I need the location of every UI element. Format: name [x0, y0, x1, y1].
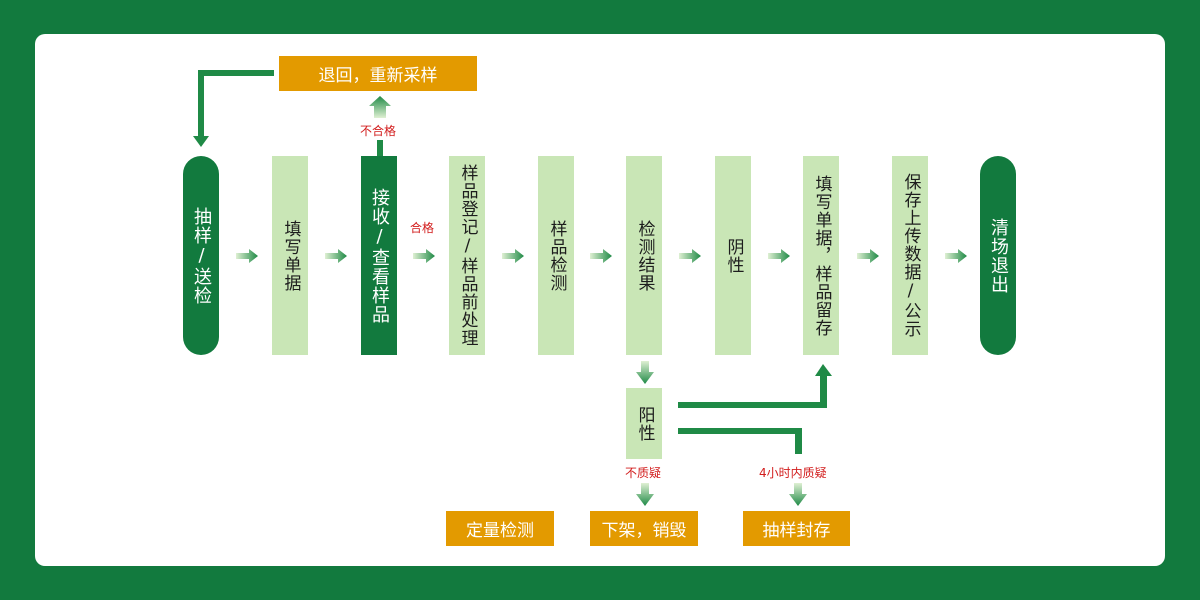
callout-resample-label: 退回，重新采样	[318, 66, 438, 86]
no-dispute-arrow	[636, 483, 654, 506]
step-negative-label: 阴性	[723, 237, 744, 274]
callout-quantitative: 定量检测	[446, 511, 554, 546]
label-no-dispute: 不质疑	[625, 466, 662, 480]
step-save-upload: 保存上传数据/公示	[892, 156, 928, 355]
step-arrow-5	[590, 249, 612, 263]
step-arrow-4	[502, 249, 524, 263]
step-receive: 接收/查看样品	[361, 156, 397, 355]
positive-to-sealed-connector	[678, 428, 802, 454]
step-cleanup: 清场退出	[980, 156, 1016, 355]
step-arrow-7	[768, 249, 790, 263]
step-arrow-8	[857, 249, 879, 263]
step-positive-label: 阳性	[634, 405, 655, 442]
result-to-positive-arrow	[636, 361, 654, 384]
label-unqualified: 不合格	[360, 124, 397, 138]
diagram-card	[35, 34, 1165, 566]
step-receive-label: 接收/查看样品	[369, 187, 390, 324]
step-negative: 阴性	[715, 156, 751, 355]
label-qualified: 合格	[410, 221, 435, 235]
step-arrow-9	[945, 249, 967, 263]
callout-sealed: 抽样封存	[743, 511, 850, 546]
step-fill-keep: 填写单据，样品留存	[803, 156, 839, 355]
label-dispute-4h: 4小时内质疑	[759, 466, 827, 480]
unqualified-arrow	[369, 96, 391, 157]
step-positive: 阳性	[626, 388, 662, 459]
callout-sealed-label: 抽样封存	[762, 521, 831, 541]
dispute-arrow	[789, 483, 807, 506]
step-detect: 样品检测	[538, 156, 574, 355]
step-fill-keep-label: 填写单据，样品留存	[811, 174, 832, 337]
step-arrow-3	[413, 249, 435, 263]
step-cleanup-label: 清场退出	[988, 217, 1009, 294]
return-loop-connector	[193, 70, 274, 147]
step-fill-form-label: 填写单据	[280, 219, 301, 292]
step-sampling: 抽样/送检	[183, 156, 219, 355]
callout-offshelf: 下架，销毁	[590, 511, 698, 546]
step-fill-form: 填写单据	[272, 156, 308, 355]
positive-to-keep-connector	[678, 364, 832, 408]
step-sampling-label: 抽样/送检	[191, 206, 212, 305]
step-arrow-2	[325, 249, 347, 263]
step-save-upload-label: 保存上传数据/公示	[900, 173, 921, 338]
callout-quantitative-label: 定量检测	[466, 521, 534, 541]
step-register: 样品登记/样品前处理	[449, 156, 485, 355]
step-detect-label: 样品检测	[546, 219, 567, 292]
callout-resample: 退回，重新采样	[279, 56, 477, 91]
step-register-label: 样品登记/样品前处理	[457, 164, 478, 347]
step-arrow-1	[236, 249, 258, 263]
step-result: 检测结果	[626, 156, 662, 355]
step-arrow-6	[679, 249, 701, 263]
step-result-label: 检测结果	[634, 219, 655, 292]
callout-offshelf-label: 下架，销毁	[601, 521, 687, 541]
